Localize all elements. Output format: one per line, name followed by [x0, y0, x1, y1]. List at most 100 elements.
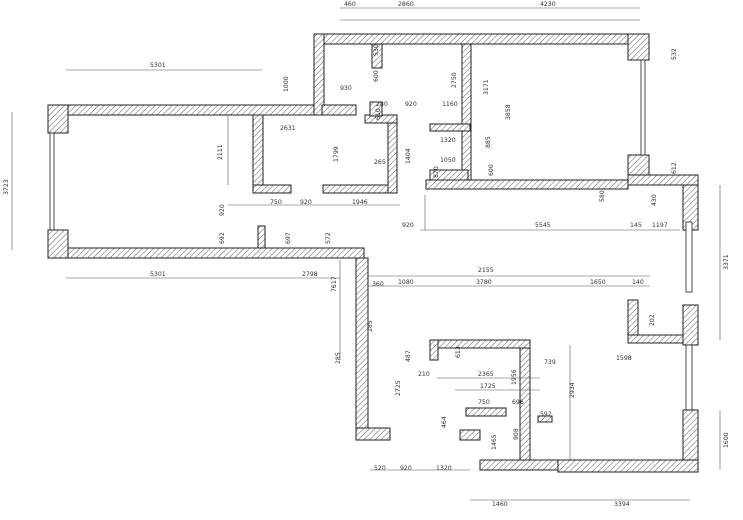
wall-lower-bottom-a	[355, 427, 391, 441]
dim-label: 430	[651, 194, 658, 206]
dim-label: 7617	[331, 276, 338, 292]
wall-lower-bath-bottom	[479, 459, 559, 471]
dim-label: 610	[375, 108, 382, 120]
dim-label: 750	[478, 399, 490, 406]
dim-label: 285	[335, 352, 342, 364]
wall-horiz-mid	[425, 179, 629, 190]
dim-label: 1320	[440, 137, 456, 144]
dim-label: 1598	[616, 355, 632, 362]
dim-label: 1465	[491, 434, 498, 450]
dim-label: 2155	[478, 267, 494, 274]
wall-left-top	[47, 104, 321, 116]
wall-inner-hb	[322, 184, 398, 194]
dim-label: 1080	[398, 279, 414, 286]
dim-label: 580	[599, 190, 606, 202]
dim-label: 520	[374, 465, 386, 472]
dim-label: 532	[671, 48, 678, 60]
wall-lower-inner	[465, 407, 507, 417]
wall-corner-right-step	[627, 174, 699, 186]
dim-label: 1650	[590, 279, 606, 286]
dim-label: 920	[400, 465, 412, 472]
dim-label: 3723	[3, 179, 10, 195]
dim-label: 697	[285, 232, 292, 244]
dim-label: 613	[455, 346, 462, 358]
dimension-labels: 460 2860 4230 5301 1000 530 600 930 2750…	[3, 1, 730, 508]
wall-bottom-right	[557, 459, 699, 473]
dim-label: 460	[344, 1, 356, 8]
dim-label: 2725	[395, 380, 402, 396]
wall-lower-bath-h	[429, 339, 531, 349]
window-left	[49, 132, 55, 231]
dim-label: 487	[405, 350, 412, 362]
wall-lower-bottom-b	[459, 429, 481, 441]
dim-label: 2111	[217, 144, 224, 160]
dim-label: 739	[544, 359, 556, 366]
dim-label: 265	[374, 159, 386, 166]
dim-label: 2750	[451, 72, 458, 88]
wall-left-corner-top	[47, 104, 69, 134]
dim-label: 5301	[150, 62, 166, 69]
dim-label: 1946	[352, 199, 368, 206]
dim-label: 145	[630, 222, 642, 229]
dim-label: 464	[441, 416, 448, 428]
wall-lower-bath-v2	[429, 339, 439, 361]
wall-top-upper	[313, 33, 650, 45]
dim-label: 885	[485, 136, 492, 148]
dim-label: 2934	[569, 382, 576, 398]
dim-label: 1460	[492, 501, 508, 508]
dim-label: 920	[300, 199, 312, 206]
dim-label: 1600	[723, 432, 730, 448]
dim-label: 5545	[535, 222, 551, 229]
wall-upper-mid-vert	[461, 43, 472, 185]
wall-stair2	[429, 169, 469, 181]
wall-left-corner-bottom	[47, 229, 69, 259]
dim-label: 360	[372, 281, 384, 288]
dim-label: 920	[405, 101, 417, 108]
dim-label: 140	[632, 279, 644, 286]
wall-upper-right-corner	[627, 33, 650, 61]
dim-label: 2860	[398, 1, 414, 8]
dim-label: 908	[513, 428, 520, 440]
window-upper-right	[640, 59, 646, 156]
wall-small-a	[371, 43, 383, 69]
dim-label: 210	[418, 371, 430, 378]
wall-small-b	[369, 101, 383, 117]
walls	[47, 33, 699, 473]
dim-label: 3371	[723, 254, 730, 270]
dim-label: 285	[367, 320, 374, 332]
dim-label: 530	[373, 44, 380, 56]
dim-label: 1000	[283, 76, 290, 92]
dim-label: 1725	[480, 383, 496, 390]
dim-label: 5301	[150, 271, 166, 278]
window-right-1	[685, 221, 693, 293]
dim-label: 592	[540, 411, 552, 418]
wall-stair	[321, 104, 357, 116]
wall-lower-left	[355, 257, 369, 439]
dim-label: 3171	[483, 79, 490, 95]
dim-label: 870	[433, 166, 440, 178]
dim-label: 920	[402, 222, 414, 229]
dim-label: 4230	[540, 1, 556, 8]
wall-inner-ha	[252, 184, 292, 194]
dim-label: 1956	[511, 369, 518, 385]
dim-label: 600	[488, 164, 495, 176]
dim-label: 2365	[478, 371, 494, 378]
window-right-2	[685, 344, 693, 411]
dim-label: 572	[325, 232, 332, 244]
dim-label: 930	[340, 85, 352, 92]
wall-right-mid	[682, 304, 699, 346]
wall-left-bottom	[47, 247, 365, 259]
dim-label: 1050	[440, 157, 456, 164]
dim-label: 1160	[442, 101, 458, 108]
dim-label: 3780	[476, 279, 492, 286]
wall-inner-v2	[387, 114, 398, 194]
dim-label: 692	[219, 232, 226, 244]
wall-right-closet2	[627, 334, 684, 344]
dim-label: 1404	[405, 148, 412, 164]
dim-label: 612	[671, 162, 678, 174]
dim-label: 3858	[505, 104, 512, 120]
dim-label: 600	[373, 70, 380, 82]
dim-label: 3394	[614, 501, 630, 508]
dim-label: 202	[649, 314, 656, 326]
